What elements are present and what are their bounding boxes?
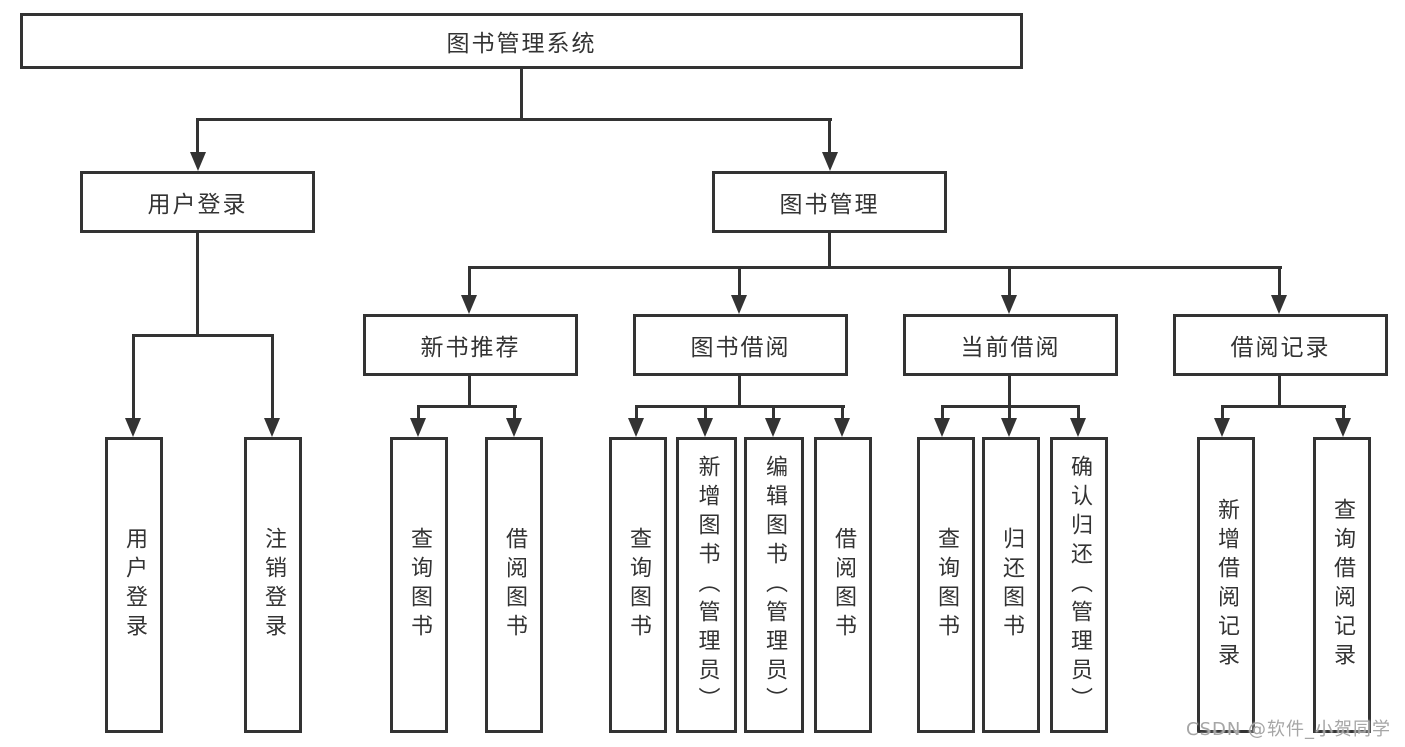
leaf-label: 确认归还（管理员） [1067, 454, 1092, 716]
arrow-down-icon [410, 418, 426, 437]
node-label: 图书管理系统 [446, 31, 597, 57]
connector-line [1221, 405, 1346, 408]
connector-line [941, 405, 944, 420]
node-book-management: 图书管理 [712, 171, 947, 233]
node-label: 当前借阅 [960, 335, 1061, 361]
connector-line [196, 118, 199, 155]
connector-line [1278, 266, 1281, 297]
connector-line [1008, 266, 1011, 297]
arrow-down-icon [834, 418, 850, 437]
node-label: 图书管理 [779, 192, 880, 218]
leaf-add-borrow-record: 新增借阅记录 [1197, 437, 1255, 733]
leaf-logout: 注销登录 [244, 437, 302, 733]
node-label: 借阅记录 [1230, 335, 1331, 361]
leaf-label: 新增图书（管理员） [694, 454, 720, 716]
node-label: 用户登录 [147, 192, 248, 218]
leaf-label: 查询图书 [407, 527, 432, 643]
node-label: 图书借阅 [690, 335, 791, 361]
arrow-down-icon [731, 295, 747, 314]
node-current-borrow: 当前借阅 [903, 314, 1118, 376]
arrow-down-icon [190, 152, 206, 171]
connector-line [196, 233, 199, 337]
connector-line [635, 405, 845, 408]
arrow-down-icon [461, 295, 477, 314]
arrow-down-icon [822, 152, 838, 171]
connector-line [841, 405, 844, 420]
leaf-query-books-current: 查询图书 [917, 437, 975, 733]
node-label: 新书推荐 [420, 335, 521, 361]
connector-line [704, 405, 707, 420]
leaf-label: 用户登录 [122, 527, 147, 643]
leaf-confirm-return-admin: 确认归还（管理员） [1050, 437, 1108, 733]
leaf-query-borrow-record: 查询借阅记录 [1313, 437, 1371, 733]
csdn-watermark: CSDN @软件_小贺同学 [1186, 719, 1392, 740]
leaf-label: 借阅图书 [502, 527, 527, 643]
leaf-add-books-admin: 新增图书（管理员） [676, 437, 737, 733]
connector-line [468, 266, 1282, 269]
leaf-return-books: 归还图书 [982, 437, 1040, 733]
arrow-down-icon [934, 418, 950, 437]
leaf-label: 查询借阅记录 [1330, 498, 1355, 672]
connector-line [271, 334, 274, 420]
connector-line [132, 334, 274, 337]
connector-line [132, 334, 135, 420]
connector-line [1008, 376, 1011, 408]
connector-line [468, 376, 471, 408]
arrow-down-icon [1335, 418, 1351, 437]
leaf-query-books-recommend: 查询图书 [390, 437, 448, 733]
arrow-down-icon [264, 418, 280, 437]
connector-line [1008, 405, 1011, 420]
leaf-borrow-books: 借阅图书 [814, 437, 872, 733]
leaf-label: 新增借阅记录 [1214, 498, 1239, 672]
leaf-query-books-borrow: 查询图书 [609, 437, 667, 733]
leaf-label: 归还图书 [999, 527, 1024, 643]
arrow-down-icon [125, 418, 141, 437]
leaf-user-login: 用户登录 [105, 437, 163, 733]
arrow-down-icon [697, 418, 713, 437]
leaf-edit-books-admin: 编辑图书（管理员） [744, 437, 804, 733]
leaf-label: 借阅图书 [831, 527, 856, 643]
node-new-book-recommend: 新书推荐 [363, 314, 578, 376]
node-library-management-system: 图书管理系统 [20, 13, 1023, 69]
connector-line [828, 233, 831, 269]
connector-line [1342, 405, 1345, 420]
arrow-down-icon [628, 418, 644, 437]
connector-line [635, 405, 638, 420]
arrow-down-icon [506, 418, 522, 437]
connector-line [772, 405, 775, 420]
connector-line [513, 405, 516, 420]
connector-line [468, 266, 471, 297]
connector-line [417, 405, 517, 408]
leaf-label: 查询图书 [934, 527, 959, 643]
arrow-down-icon [1001, 418, 1017, 437]
arrow-down-icon [1214, 418, 1230, 437]
leaf-label: 查询图书 [626, 527, 651, 643]
connector-line [417, 405, 420, 420]
connector-line [520, 68, 523, 119]
arrow-down-icon [1271, 295, 1287, 314]
node-borrow-records: 借阅记录 [1173, 314, 1388, 376]
leaf-label: 编辑图书（管理员） [762, 454, 787, 716]
leaf-borrow-books-recommend: 借阅图书 [485, 437, 543, 733]
connector-line [196, 118, 832, 121]
connector-line [828, 118, 831, 155]
arrow-down-icon [1001, 295, 1017, 314]
connector-line [1278, 376, 1281, 408]
leaf-label: 注销登录 [261, 527, 286, 643]
connector-line [738, 266, 741, 297]
connector-line [1077, 405, 1080, 420]
node-book-borrow: 图书借阅 [633, 314, 848, 376]
node-user-login: 用户登录 [80, 171, 315, 233]
arrow-down-icon [765, 418, 781, 437]
arrow-down-icon [1070, 418, 1086, 437]
connector-line [738, 376, 741, 408]
connector-line [1221, 405, 1224, 420]
